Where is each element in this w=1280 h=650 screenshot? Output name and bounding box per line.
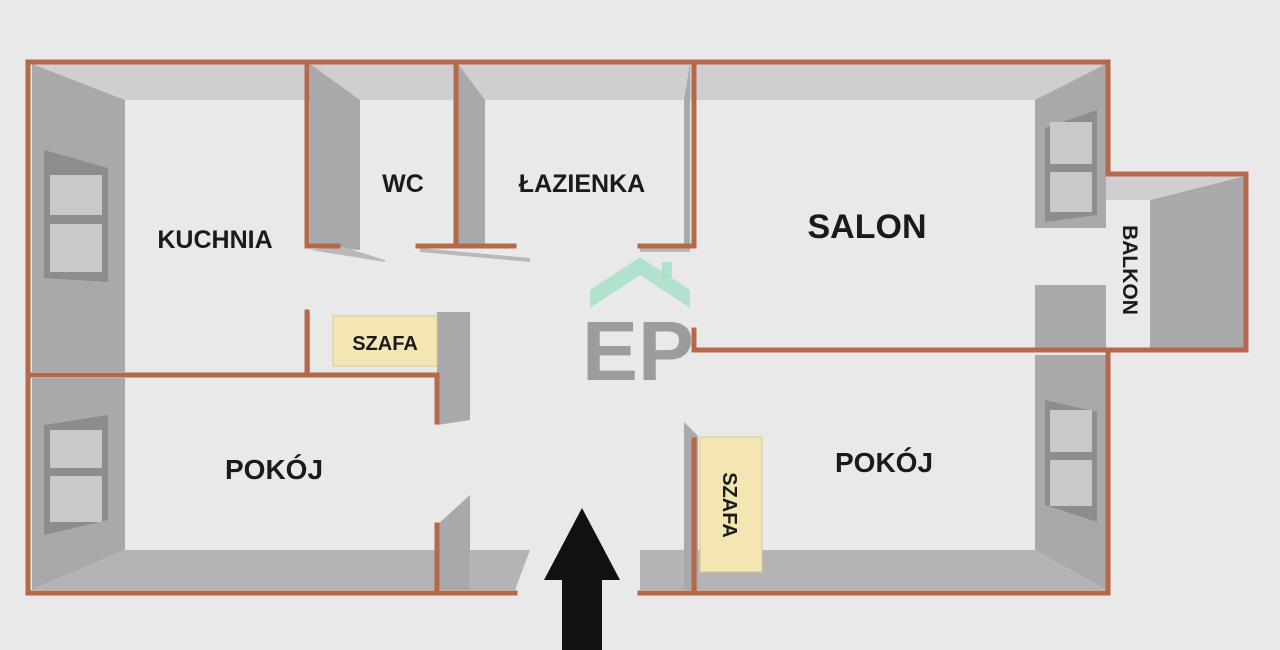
room-label-kitchen: KUCHNIA: [157, 226, 272, 254]
wardrobe-label-hall: SZAFA: [352, 333, 418, 355]
ep-logo: EP: [582, 257, 694, 398]
entrance-arrow-icon: [544, 508, 620, 650]
wardrobe-room: [699, 436, 763, 573]
window-left-room: [44, 415, 108, 535]
windows: [44, 110, 1097, 535]
wardrobe-label-room: SZAFA: [718, 472, 740, 538]
room-label-room-left: POKÓJ: [225, 454, 323, 485]
logo-text: EP: [582, 304, 694, 398]
walls: [25, 59, 1249, 596]
room-label-balcony: BALKON: [1118, 225, 1141, 315]
window-right-room: [1045, 400, 1097, 522]
room-label-room-right: POKÓJ: [835, 447, 933, 478]
room-label-bathroom: ŁAZIENKA: [519, 170, 645, 198]
window-kitchen: [44, 150, 108, 282]
room-label-wc: WC: [382, 170, 424, 198]
room-label-living: SALON: [808, 208, 927, 246]
logo-roof: [590, 257, 690, 308]
wardrobe-hall: [332, 315, 438, 367]
window-salon: [1045, 110, 1097, 222]
